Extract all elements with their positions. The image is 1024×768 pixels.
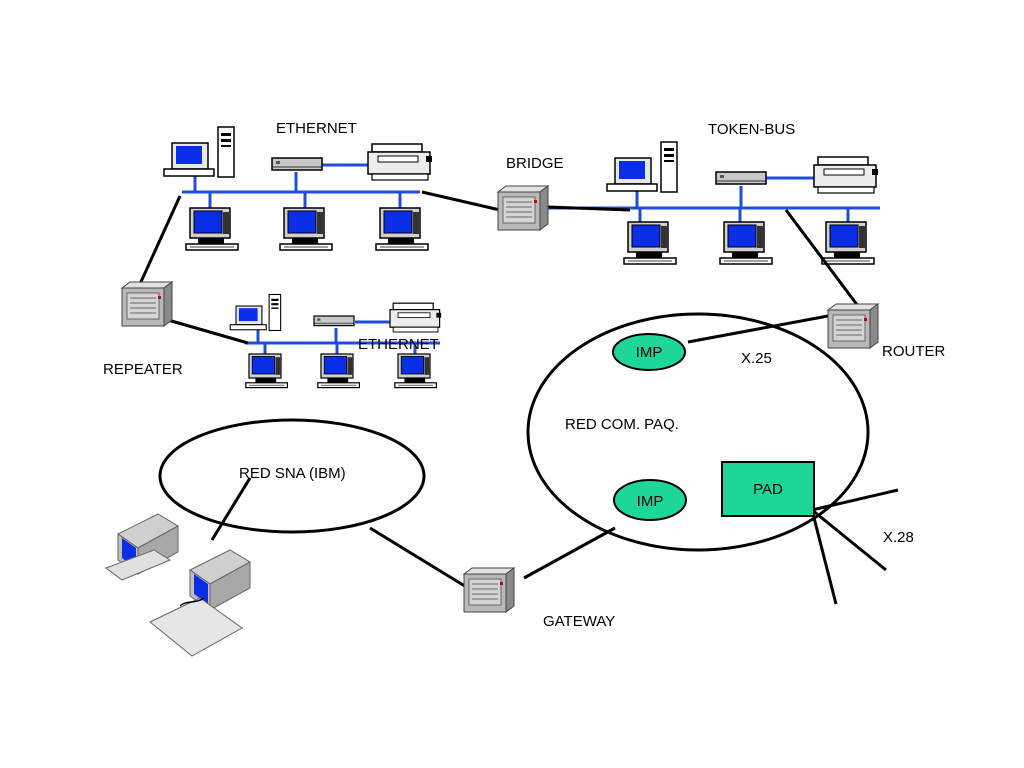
bridge-label: BRIDGE bbox=[506, 155, 564, 172]
workstation-icon bbox=[185, 207, 239, 251]
packet-network-ellipse bbox=[526, 312, 870, 552]
x25-label: X.25 bbox=[741, 350, 772, 367]
gateway-device-icon bbox=[463, 567, 515, 613]
bridge-device-icon bbox=[497, 185, 549, 231]
packet-network-label: RED COM. PAQ. bbox=[565, 416, 679, 433]
sna-network-label: RED SNA (IBM) bbox=[239, 465, 346, 482]
printer-icon bbox=[389, 302, 442, 333]
router-device-icon bbox=[827, 303, 879, 349]
keyboard-icon bbox=[149, 597, 243, 657]
workstation-icon bbox=[394, 353, 437, 389]
printer-icon bbox=[367, 143, 433, 181]
workstation-icon bbox=[375, 207, 429, 251]
x28-label: X.28 bbox=[883, 529, 914, 546]
workstation-icon bbox=[623, 221, 677, 265]
hub-icon bbox=[715, 171, 767, 185]
imp-node-bottom: IMP bbox=[613, 479, 687, 521]
gateway-label: GATEWAY bbox=[543, 613, 615, 630]
ibm-terminals bbox=[104, 513, 251, 657]
desktop-pc-icon bbox=[163, 126, 235, 178]
token-bus-label: TOKEN-BUS bbox=[708, 121, 795, 138]
pad-node: PAD bbox=[721, 461, 815, 517]
ethernet-lan-middle bbox=[229, 293, 442, 389]
imp-bottom-label: IMP bbox=[637, 493, 664, 510]
ethernet-middle-label: ETHERNET bbox=[358, 336, 439, 353]
workstation-icon bbox=[719, 221, 773, 265]
workstation-icon bbox=[279, 207, 333, 251]
workstation-icon bbox=[317, 353, 360, 389]
pad-label: PAD bbox=[753, 481, 783, 498]
token-bus-lan bbox=[548, 141, 880, 265]
connections bbox=[138, 190, 899, 605]
imp-node-top: IMP bbox=[612, 333, 686, 371]
imp-top-label: IMP bbox=[636, 344, 663, 361]
workstation-icon bbox=[245, 353, 288, 389]
ethernet-lan-top bbox=[163, 126, 433, 251]
ethernet-top-label: ETHERNET bbox=[276, 120, 357, 137]
desktop-pc-icon bbox=[606, 141, 678, 193]
desktop-pc-icon bbox=[229, 293, 282, 332]
hub-icon bbox=[313, 315, 355, 327]
keyboard-icon bbox=[104, 549, 172, 581]
repeater-label: REPEATER bbox=[103, 361, 183, 378]
repeater-device-icon bbox=[121, 281, 173, 327]
workstation-icon bbox=[821, 221, 875, 265]
sna-network-ellipse bbox=[158, 418, 426, 534]
hub-icon bbox=[271, 157, 323, 171]
printer-icon bbox=[813, 156, 879, 194]
router-label: ROUTER bbox=[882, 343, 946, 360]
